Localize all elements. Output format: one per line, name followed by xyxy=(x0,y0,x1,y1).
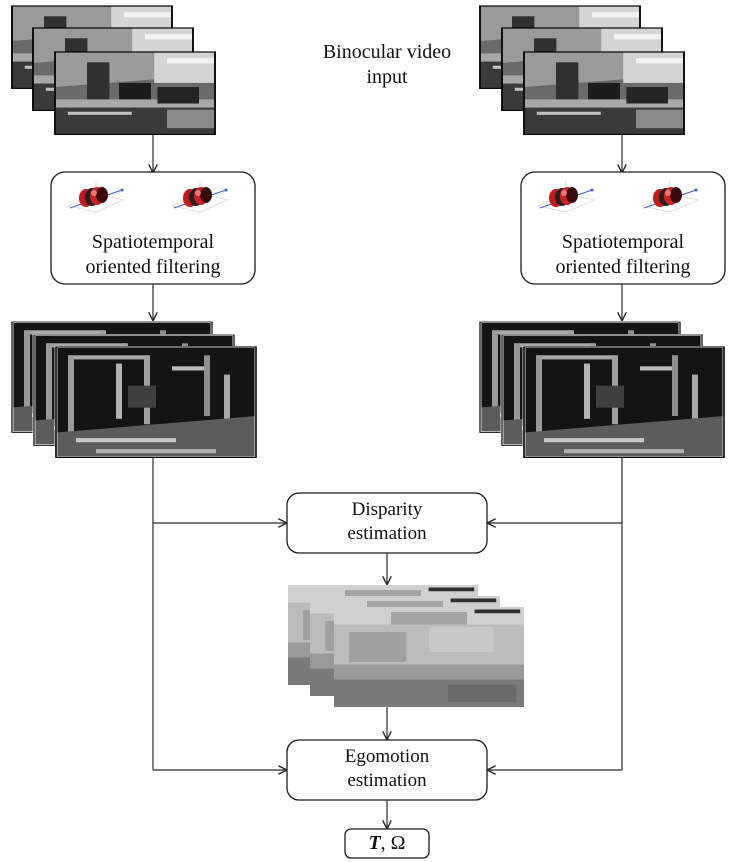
right-video-frames xyxy=(479,5,685,136)
disparity-label-line-2: estimation xyxy=(347,523,427,544)
disparity-map-frames xyxy=(288,585,524,707)
filter-label-left-line-2: oriented filtering xyxy=(85,256,221,278)
input-label: Binocular video input xyxy=(272,40,502,90)
right-response-frames xyxy=(478,321,726,459)
disparity-label: Disparity estimation xyxy=(287,498,487,546)
output-label: T, Ω xyxy=(345,831,429,856)
output-rotation-symbol: , Ω xyxy=(380,832,406,854)
input-label-line-1: Binocular video xyxy=(322,41,452,63)
filter-label-left: Spatiotemporal oriented filtering xyxy=(51,230,255,280)
filter-label-left-line-1: Spatiotemporal xyxy=(91,231,215,253)
egomotion-label-line-2: estimation xyxy=(347,770,427,791)
disparity-label-line-1: Disparity xyxy=(351,499,423,520)
left-video-frames xyxy=(11,5,216,136)
connector-lines xyxy=(152,458,623,770)
egomotion-label: Egomotion estimation xyxy=(287,745,487,793)
left-response-frames xyxy=(10,321,258,459)
filter-label-right: Spatiotemporal oriented filtering xyxy=(521,230,725,280)
filter-label-right-line-1: Spatiotemporal xyxy=(561,231,685,253)
egomotion-label-line-1: Egomotion xyxy=(344,746,430,767)
output-translation-symbol: T xyxy=(368,832,381,854)
filter-label-right-line-2: oriented filtering xyxy=(555,256,691,278)
output-box xyxy=(344,828,430,859)
input-label-line-2: input xyxy=(366,66,408,88)
